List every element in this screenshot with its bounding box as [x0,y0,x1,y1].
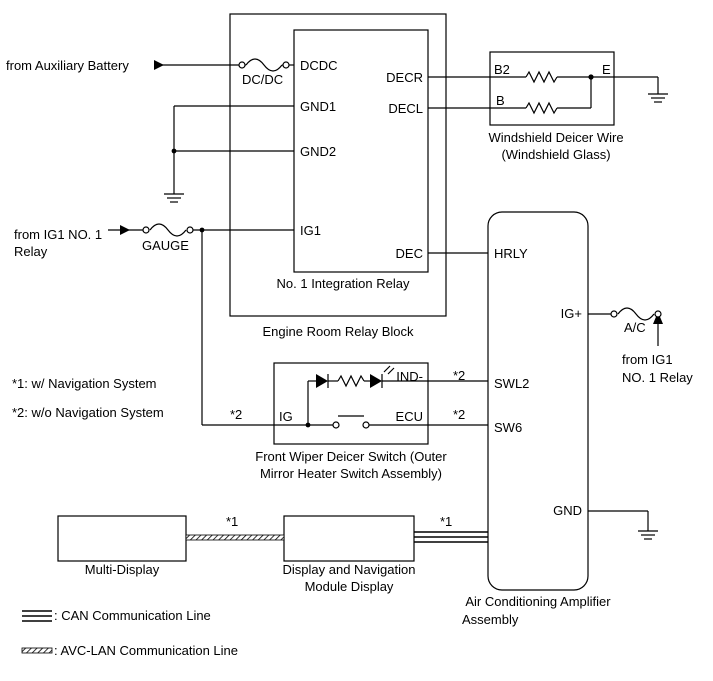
arrow-ig1 [120,225,130,235]
legend-can-line [22,610,52,622]
pin-switch-ig: IG [279,409,293,424]
pin-b2: B2 [494,62,510,77]
pin-e: E [602,62,611,77]
multi-display-label: Multi-Display [85,562,160,577]
switch-resistor [337,374,365,388]
amplifier-label-line2: Assembly [462,612,519,627]
junction-deicer-e [588,74,594,80]
deicer-wire-label-line2: (Windshield Glass) [501,147,610,162]
amplifier-label-line1: Air Conditioning Amplifier [465,594,611,609]
pin-hrly: HRLY [494,246,528,261]
fuse-gauge-label: GAUGE [142,238,189,253]
pin-amp-gnd: GND [553,503,582,518]
fuse-gauge-terminal-right [186,226,194,234]
fuse-dcdc-terminal-right [282,61,290,69]
junction-switch-ig [305,422,311,428]
fuse-gauge-terminal-left [142,226,150,234]
legend-avc-line [21,647,53,654]
avc-lan-line [185,534,285,541]
marker-avc: *1 [226,514,238,529]
ground-symbol-bottom-right [638,530,658,540]
can-line-nav-amp [414,531,488,543]
switch-label-line2: Mirror Heater Switch Assembly) [260,466,442,481]
fuse-dcdc-label: DC/DC [242,72,283,87]
marker-can: *1 [440,514,452,529]
led-light-rays [383,365,395,375]
pin-decr: DECR [386,70,423,85]
pin-sw6: SW6 [494,420,522,435]
pin-ecu: ECU [396,409,423,424]
pin-dcdc: DCDC [300,58,338,73]
marker-ig-branch: *2 [230,407,242,422]
relay-block-label: Engine Room Relay Block [262,324,414,339]
switch-label-line1: Front Wiper Deicer Switch (Outer [255,449,447,464]
pin-ind: IND- [396,369,423,384]
fuse-ac-terminal-left [610,310,618,318]
ground-symbol-top-right [648,93,668,103]
pin-dec: DEC [396,246,423,261]
switch-terminal-right [362,421,370,429]
switch-terminal-left [332,421,340,429]
label-from-aux-battery: from Auxiliary Battery [6,58,129,73]
pin-gnd2: GND2 [300,144,336,159]
ac-amplifier-box [487,211,589,591]
note-navigation: *1: w/ Navigation System [12,376,157,391]
resistor-b [525,101,558,115]
junction-ig1 [199,227,205,233]
fuse-dcdc-symbol [245,58,283,72]
multi-display-box [57,515,187,562]
arrow-aux-battery [154,60,164,70]
legend-avc-label: : AVC-LAN Communication Line [54,643,238,658]
fuse-dcdc-terminal-left [238,61,246,69]
label-from-ig1-right-line2: NO. 1 Relay [622,370,693,385]
marker-swl2: *2 [453,368,465,383]
resistor-b2 [525,70,558,84]
junction-gnd2 [171,148,177,154]
pin-swl2: SWL2 [494,376,529,391]
fuse-ac-terminal-right [654,310,662,318]
fuse-ac-symbol [617,307,655,321]
deicer-switch-box [273,362,429,445]
label-from-ig1-right-line1: from IG1 [622,352,673,367]
nav-module-box [283,515,415,562]
nav-module-label-line1: Display and Navigation [283,562,416,577]
arrow-ig1-right [653,312,663,324]
pin-igp: IG+ [561,306,582,321]
legend-can-label: : CAN Communication Line [54,608,211,623]
label-from-ig1-line2: Relay [14,244,48,259]
deicer-wire-box [489,51,615,126]
marker-sw6: *2 [453,407,465,422]
deicer-wire-label-line1: Windshield Deicer Wire [488,130,623,145]
label-from-ig1-line1: from IG1 NO. 1 [14,227,102,242]
ground-symbol-left [164,193,184,203]
note-no-navigation: *2: w/o Navigation System [12,405,164,420]
pin-gnd1: GND1 [300,99,336,114]
led-icon [370,374,382,388]
pin-ig1: IG1 [300,223,321,238]
integration-relay-label: No. 1 Integration Relay [277,276,410,291]
diode-icon [316,374,328,388]
pin-b: B [496,93,505,108]
pin-decl: DECL [388,101,423,116]
engine-room-relay-block [229,13,447,317]
fuse-gauge-symbol [149,223,187,237]
fuse-ac-label: A/C [624,320,646,335]
nav-module-label-line2: Module Display [305,579,394,594]
